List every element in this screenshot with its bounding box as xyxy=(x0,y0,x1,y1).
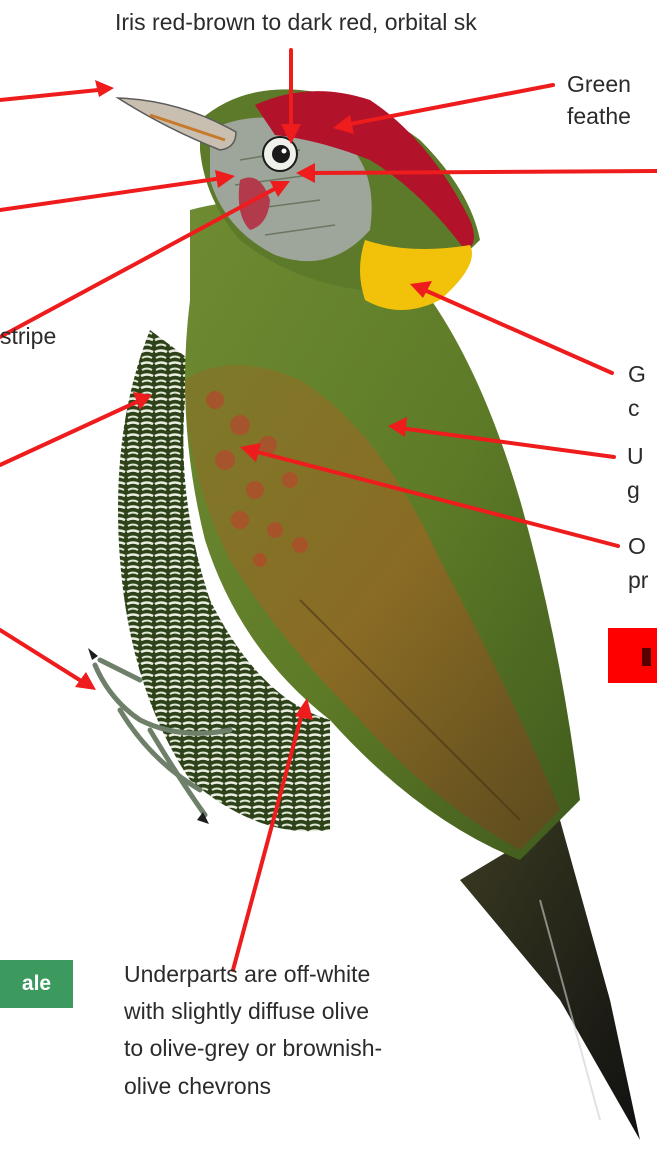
underparts-label-line4: olive chevrons xyxy=(124,1070,271,1102)
iris-label: Iris red-brown to dark red, orbital sk xyxy=(115,6,477,38)
upperparts-label-line2: g xyxy=(627,474,640,506)
underparts-label-line3: to olive-grey or brownish- xyxy=(124,1032,382,1064)
female-badge: ale xyxy=(0,960,73,1008)
arrow-flank xyxy=(0,400,141,465)
arrow-bill xyxy=(0,89,108,100)
nape-label-line2: c xyxy=(628,392,640,424)
arrow-foot xyxy=(0,630,86,684)
nape-patch xyxy=(360,240,472,310)
female-badge-label: ale xyxy=(22,972,51,996)
tail xyxy=(460,820,640,1140)
nape-label-line1: G xyxy=(628,358,646,390)
crown-label-line1: Green xyxy=(567,68,631,100)
male-badge-text-fragment xyxy=(642,648,651,666)
upperparts-label-line1: U xyxy=(627,440,644,472)
wing-label-line2: pr xyxy=(628,564,648,596)
crown-label-line2: feathe xyxy=(567,100,631,132)
wing-label-line1: O xyxy=(628,530,646,562)
malar-stripe-label: stripe xyxy=(0,320,56,352)
arrow-face-right xyxy=(308,171,657,173)
underparts-label-line2: with slightly diffuse olive xyxy=(124,995,369,1027)
underparts-label-line1: Underparts are off-white xyxy=(124,958,370,990)
arrow-chin xyxy=(0,178,223,210)
